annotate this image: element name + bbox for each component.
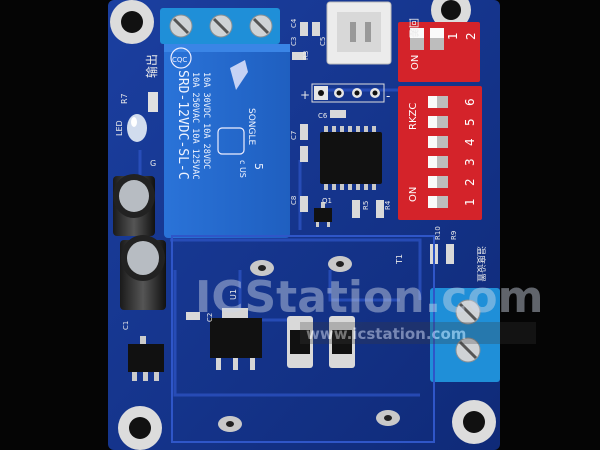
adjust-label: 回差 bbox=[407, 18, 420, 38]
q1-label: Q1 bbox=[322, 197, 332, 205]
r4-label: R4 bbox=[384, 200, 392, 210]
q1-transistor bbox=[314, 202, 332, 227]
capacitor-2 bbox=[120, 235, 166, 310]
r5-label: R5 bbox=[362, 201, 370, 210]
pin-header bbox=[311, 83, 385, 103]
temp-setting-label: 温度设置 bbox=[475, 246, 487, 282]
watermark-brand: ICStation.com bbox=[195, 272, 543, 323]
r10-label: R10 bbox=[434, 226, 442, 240]
main-ic bbox=[320, 126, 382, 190]
dip-switch-6-label-3: 3 bbox=[463, 158, 477, 166]
dip-switch-6-label-2: 2 bbox=[463, 178, 477, 186]
t1-label: T1 bbox=[395, 254, 404, 265]
smd-cap-c2 bbox=[186, 312, 200, 320]
status-led bbox=[127, 114, 147, 142]
relay-cert: c US bbox=[238, 160, 247, 178]
dip-switch-6 bbox=[398, 86, 482, 220]
dip-switch-2 bbox=[398, 22, 480, 82]
led-label: LED bbox=[115, 120, 124, 136]
c7-label: C7 bbox=[290, 131, 298, 140]
dip-switch-6-label-1: 1 bbox=[463, 198, 477, 206]
c6-label: C6 bbox=[318, 112, 328, 120]
input-screw-terminal bbox=[430, 288, 500, 382]
relay-pin-count: 5 bbox=[252, 163, 265, 170]
relay-cqc-mark: CQC bbox=[172, 56, 187, 64]
relay-rating-2: 10A 30VDC 10A 28VDC bbox=[201, 72, 211, 169]
capacitor-1 bbox=[113, 174, 155, 236]
dip-switch-6-brand: RKZC bbox=[408, 103, 419, 130]
dip-switch-2-label-1: 1 bbox=[446, 32, 460, 40]
watermark: ICStation.com www.icstation.com bbox=[195, 272, 543, 344]
watermark-url: www.icstation.com bbox=[306, 325, 466, 343]
relay-brand: SONGLE bbox=[246, 108, 256, 146]
u1-label: U1 bbox=[229, 289, 238, 300]
smd-resistors-mid bbox=[352, 200, 384, 218]
minus-label: - bbox=[386, 89, 390, 103]
voltage-regulator bbox=[210, 308, 262, 370]
jst-connector bbox=[326, 1, 392, 65]
relay: CQC SRD-12VDC-SL-C 10A 250VAC 10A 125VAC… bbox=[164, 44, 290, 238]
c2-label: C2 bbox=[206, 313, 214, 322]
c1-label: C1 bbox=[122, 321, 130, 330]
c4-label: C4 bbox=[290, 18, 298, 28]
c8-label: C8 bbox=[290, 196, 298, 205]
thermistor-outline bbox=[171, 235, 435, 443]
r3-label: R3 bbox=[302, 51, 310, 60]
relay-model: SRD-12VDC-SL-C bbox=[175, 70, 190, 180]
dip-switch-2-on: ON bbox=[410, 55, 421, 70]
dip-switch-6-on: ON bbox=[408, 187, 419, 202]
sot-transistor bbox=[128, 336, 164, 381]
smd-components-top bbox=[292, 22, 346, 212]
r9-label: R9 bbox=[450, 231, 458, 240]
r7-label: R7 bbox=[120, 93, 129, 104]
dip-switch-2-label-2: 2 bbox=[464, 32, 478, 40]
dip-switch-6-label-4: 4 bbox=[463, 138, 477, 146]
g-label: G bbox=[150, 159, 156, 168]
dip-switch-6-label-5: 5 bbox=[463, 118, 477, 126]
relay-rating-1: 10A 250VAC 10A 125VAC bbox=[190, 72, 200, 179]
dip-switch-6-label-6: 6 bbox=[463, 98, 477, 106]
output-label: 输出 bbox=[144, 54, 159, 78]
plus-label: + bbox=[300, 88, 310, 102]
c5-label: C5 bbox=[319, 37, 327, 46]
output-screw-terminal bbox=[160, 8, 280, 44]
smd-diodes bbox=[287, 316, 355, 368]
c3-label: C3 bbox=[290, 37, 298, 46]
mounting-hole-bottom-right bbox=[452, 400, 496, 444]
mounting-hole-top-left bbox=[110, 0, 154, 44]
solder-pads bbox=[218, 256, 400, 432]
mounting-hole-bottom-left bbox=[118, 406, 162, 450]
r7-resistor bbox=[148, 92, 158, 112]
